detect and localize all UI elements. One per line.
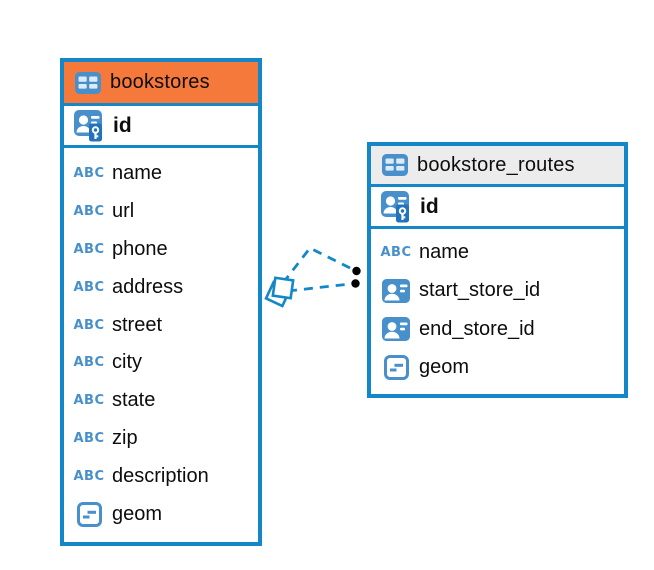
foreign-key-type-icon xyxy=(379,278,413,303)
relationship-diamond-marker-front xyxy=(271,276,295,300)
column-name: name xyxy=(112,162,163,185)
columns-bookstores: ABC name ABC url ABC phone ABC address A… xyxy=(64,148,258,533)
table-header-bookstores[interactable]: bookstores xyxy=(64,62,258,106)
column-row-name[interactable]: ABC name xyxy=(371,233,624,272)
column-row-city[interactable]: ABC city xyxy=(64,344,258,382)
column-name: state xyxy=(112,389,156,412)
pk-column-name: id xyxy=(420,194,439,218)
table-icon xyxy=(74,71,102,94)
column-name: url xyxy=(112,200,135,223)
table-icon xyxy=(381,154,409,176)
column-row-state[interactable]: ABC state xyxy=(64,382,258,420)
column-row-address[interactable]: ABC address xyxy=(64,268,258,306)
pk-row-routes-id[interactable]: id xyxy=(371,187,624,229)
column-row-zip[interactable]: ABC zip xyxy=(64,420,258,458)
primary-key-icon xyxy=(379,190,413,223)
text-type-icon: ABC xyxy=(73,166,105,182)
geometry-type-icon xyxy=(379,355,413,381)
column-row-url[interactable]: ABC url xyxy=(64,193,258,231)
column-row-start-store-id[interactable]: start_store_id xyxy=(371,272,624,311)
column-name: street xyxy=(112,313,163,336)
column-name: city xyxy=(112,351,142,374)
column-name: start_store_id xyxy=(419,279,541,302)
table-name: bookstore_routes xyxy=(417,153,575,176)
column-name: description xyxy=(112,464,209,487)
pk-column-name: id xyxy=(113,113,132,137)
column-name: end_store_id xyxy=(419,317,535,340)
column-row-end-store-id[interactable]: end_store_id xyxy=(371,310,624,349)
table-bookstore-routes[interactable]: bookstore_routes id ABC xyxy=(367,142,628,398)
column-name: zip xyxy=(112,426,138,449)
columns-bookstore-routes: ABC name start_store_id xyxy=(371,229,624,387)
column-row-name[interactable]: ABC name xyxy=(64,155,258,193)
column-name: geom xyxy=(112,502,163,525)
table-header-bookstore-routes[interactable]: bookstore_routes xyxy=(371,146,624,187)
text-type-icon: ABC xyxy=(73,204,105,220)
foreign-key-type-icon xyxy=(379,317,413,342)
relationship-dot-marker-lower xyxy=(349,277,362,290)
column-name: address xyxy=(112,275,184,298)
pk-row-bookstores-id[interactable]: id xyxy=(64,106,258,148)
column-row-street[interactable]: ABC street xyxy=(64,306,258,344)
relationship-line-1[interactable] xyxy=(281,246,353,284)
text-type-icon: ABC xyxy=(73,317,105,333)
column-name: name xyxy=(419,240,470,263)
primary-key-icon xyxy=(72,109,106,142)
column-row-geom[interactable]: geom xyxy=(371,349,624,388)
text-type-icon: ABC xyxy=(73,430,105,446)
column-row-description[interactable]: ABC description xyxy=(64,457,258,495)
relationship-dot-marker-upper xyxy=(350,264,363,278)
column-row-phone[interactable]: ABC phone xyxy=(64,231,258,269)
column-name: phone xyxy=(112,237,168,260)
table-bookstores[interactable]: bookstores id ABC xyxy=(60,58,262,546)
column-name: geom xyxy=(419,356,470,379)
text-type-icon: ABC xyxy=(73,241,105,257)
text-type-icon: ABC xyxy=(73,279,105,295)
text-type-icon: ABC xyxy=(380,244,412,260)
relationship-line-2[interactable] xyxy=(287,282,351,293)
column-row-geom[interactable]: geom xyxy=(64,495,258,533)
geometry-type-icon xyxy=(72,501,106,527)
text-type-icon: ABC xyxy=(73,393,105,409)
relationship-diamond-marker-back xyxy=(264,280,292,308)
text-type-icon: ABC xyxy=(73,355,105,371)
table-name: bookstores xyxy=(110,71,210,93)
text-type-icon: ABC xyxy=(73,468,105,484)
